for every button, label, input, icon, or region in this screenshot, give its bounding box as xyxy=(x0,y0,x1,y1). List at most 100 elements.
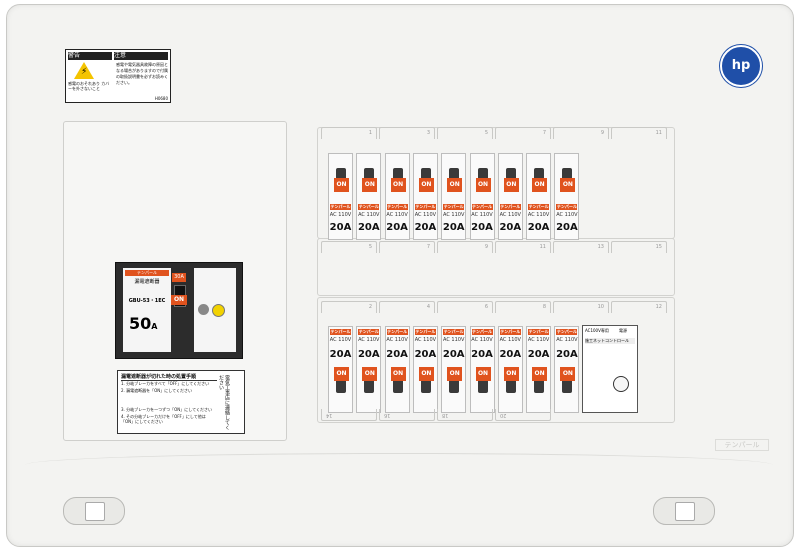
breaker-brand: テンパール xyxy=(471,204,493,210)
breaker-toggle[interactable] xyxy=(364,371,375,393)
breaker-voltage: AC 110V xyxy=(329,337,352,343)
breaker-voltage: AC 110V xyxy=(386,212,408,218)
breaker-brand: テンパール xyxy=(414,329,436,335)
bottom-breaker-frame xyxy=(317,297,675,423)
main-breaker-amp: 50 xyxy=(129,314,152,333)
high-voltage-icon xyxy=(74,62,94,79)
instruction-label: 漏電遮断器が切れた時の処置手順 1. 分岐ブレーカをすべて「OFF」にしてくださ… xyxy=(117,370,245,434)
breaker-brand: テンパール xyxy=(499,329,521,335)
breaker-on-label: ON xyxy=(560,367,576,381)
breaker-on-label: ON xyxy=(418,178,434,192)
breaker-on-label: ON xyxy=(532,178,548,192)
breaker-toggle[interactable] xyxy=(392,371,403,393)
breaker-on-label: ON xyxy=(532,367,548,381)
breaker-rating: 20A xyxy=(527,222,550,233)
distribution-panel-cover: 警告 注意 ⚡ 感電のおそれあり カバーを外さないこと 感電や電気器具故障の原因… xyxy=(6,4,794,547)
breaker-voltage: AC 110V xyxy=(386,337,408,343)
breaker-on-label: ON xyxy=(475,367,491,381)
brand-plate: テンパール xyxy=(715,439,769,451)
breaker-brand: テンパール xyxy=(330,204,351,210)
breaker-brand: テンパール xyxy=(499,204,521,210)
breaker-brand: テンパール xyxy=(358,329,380,335)
test-button-gray[interactable] xyxy=(198,304,209,315)
cover-bottom-edge xyxy=(25,453,773,494)
slot-tab: 11 xyxy=(611,127,667,139)
breaker-voltage: AC 110V xyxy=(499,337,521,343)
main-breaker-rating: 30A xyxy=(172,273,186,282)
breaker-on-label: ON xyxy=(334,367,349,381)
breaker-toggle[interactable] xyxy=(336,371,346,393)
slot-tab: 5 xyxy=(437,127,493,139)
breaker-toggle[interactable] xyxy=(449,371,460,393)
certification-mark-icon: hp xyxy=(720,45,762,87)
breaker-brand: テンパール xyxy=(528,329,550,335)
breaker-brand: テンパール xyxy=(386,204,408,210)
breaker-brand: テンパール xyxy=(358,204,380,210)
slot-tab: 2 xyxy=(321,301,377,313)
test-button-yellow[interactable] xyxy=(212,304,225,317)
middle-slot-row xyxy=(317,238,675,296)
instruction-step-1: 1. 分岐ブレーカをすべて「OFF」にしてください xyxy=(121,381,210,386)
breaker-rating: 20A xyxy=(386,349,408,360)
breaker-rating: 20A xyxy=(357,222,380,233)
warning-heading: 警告 xyxy=(68,52,81,59)
right-latch-handle[interactable] xyxy=(653,497,715,525)
breaker-rating: 20A xyxy=(499,349,522,360)
instruction-step-4: 4. その分岐ブレーカだけを「OFF」にして他は「ON」にしてください xyxy=(121,414,206,424)
breaker-brand: テンパール xyxy=(443,329,465,335)
warning-text: 感電のおそれあり カバーを外さないこと xyxy=(68,81,110,91)
instruction-side-text: 電気工事店に連絡してください xyxy=(218,375,230,430)
breaker-on-label: ON xyxy=(418,367,434,381)
timer-dial-icon[interactable] xyxy=(613,376,629,392)
breaker-voltage: AC 110V xyxy=(556,337,578,343)
breaker-voltage: AC 110V xyxy=(527,337,550,343)
main-breaker[interactable]: テンパール 漏電遮断器 GBU-53・1EC 50A 30A ON xyxy=(115,262,243,359)
main-breaker-type: 漏電遮断器 xyxy=(134,279,160,285)
breaker-rating: 20A xyxy=(442,222,465,233)
breaker-voltage: AC 110V xyxy=(471,337,493,343)
warning-label: 警告 注意 ⚡ 感電のおそれあり カバーを外さないこと 感電や電気器具故障の原因… xyxy=(65,49,171,103)
branch-breaker[interactable]: ON テンパール AC 110V 20A xyxy=(384,326,410,413)
breaker-toggle[interactable] xyxy=(477,371,488,393)
breaker-brand: テンパール xyxy=(556,204,578,210)
breaker-on-label: ON xyxy=(334,178,349,192)
breaker-brand: テンパール xyxy=(386,329,408,335)
breaker-toggle[interactable] xyxy=(562,371,573,393)
breaker-voltage: AC 110V xyxy=(358,212,380,218)
left-latch-handle[interactable] xyxy=(63,497,125,525)
breaker-toggle[interactable] xyxy=(420,371,431,393)
slot-tab: 4 xyxy=(379,301,435,313)
breaker-rating: 20A xyxy=(414,349,437,360)
breaker-rating: 20A xyxy=(556,222,578,233)
breaker-on-label: ON xyxy=(362,367,378,381)
slot-tab: 6 xyxy=(437,301,493,313)
breaker-voltage: AC 110V xyxy=(358,337,380,343)
breaker-on-label: ON xyxy=(390,367,406,381)
breaker-toggle[interactable] xyxy=(505,371,516,393)
label-code: H0680 xyxy=(154,96,168,101)
timer-control-unit[interactable]: AC100V専用 施工ネットコントロール 電源 xyxy=(582,325,638,413)
main-breaker-on-label: ON xyxy=(171,295,187,305)
breaker-rating: 20A xyxy=(471,349,493,360)
breaker-toggle[interactable] xyxy=(534,371,545,393)
slot-tab: 14 xyxy=(321,409,377,421)
slot-tab: 18 xyxy=(437,409,493,421)
slot-tab: 20 xyxy=(495,409,551,421)
